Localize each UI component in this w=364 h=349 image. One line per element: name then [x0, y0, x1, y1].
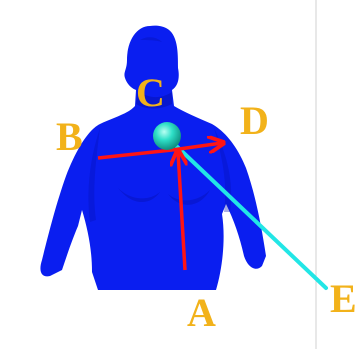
- label-c: C: [136, 70, 165, 115]
- label-b: B: [56, 114, 83, 159]
- label-d: D: [240, 98, 269, 143]
- label-a: A: [187, 290, 216, 335]
- label-e: E: [330, 276, 357, 321]
- sphere-icon: [153, 122, 181, 150]
